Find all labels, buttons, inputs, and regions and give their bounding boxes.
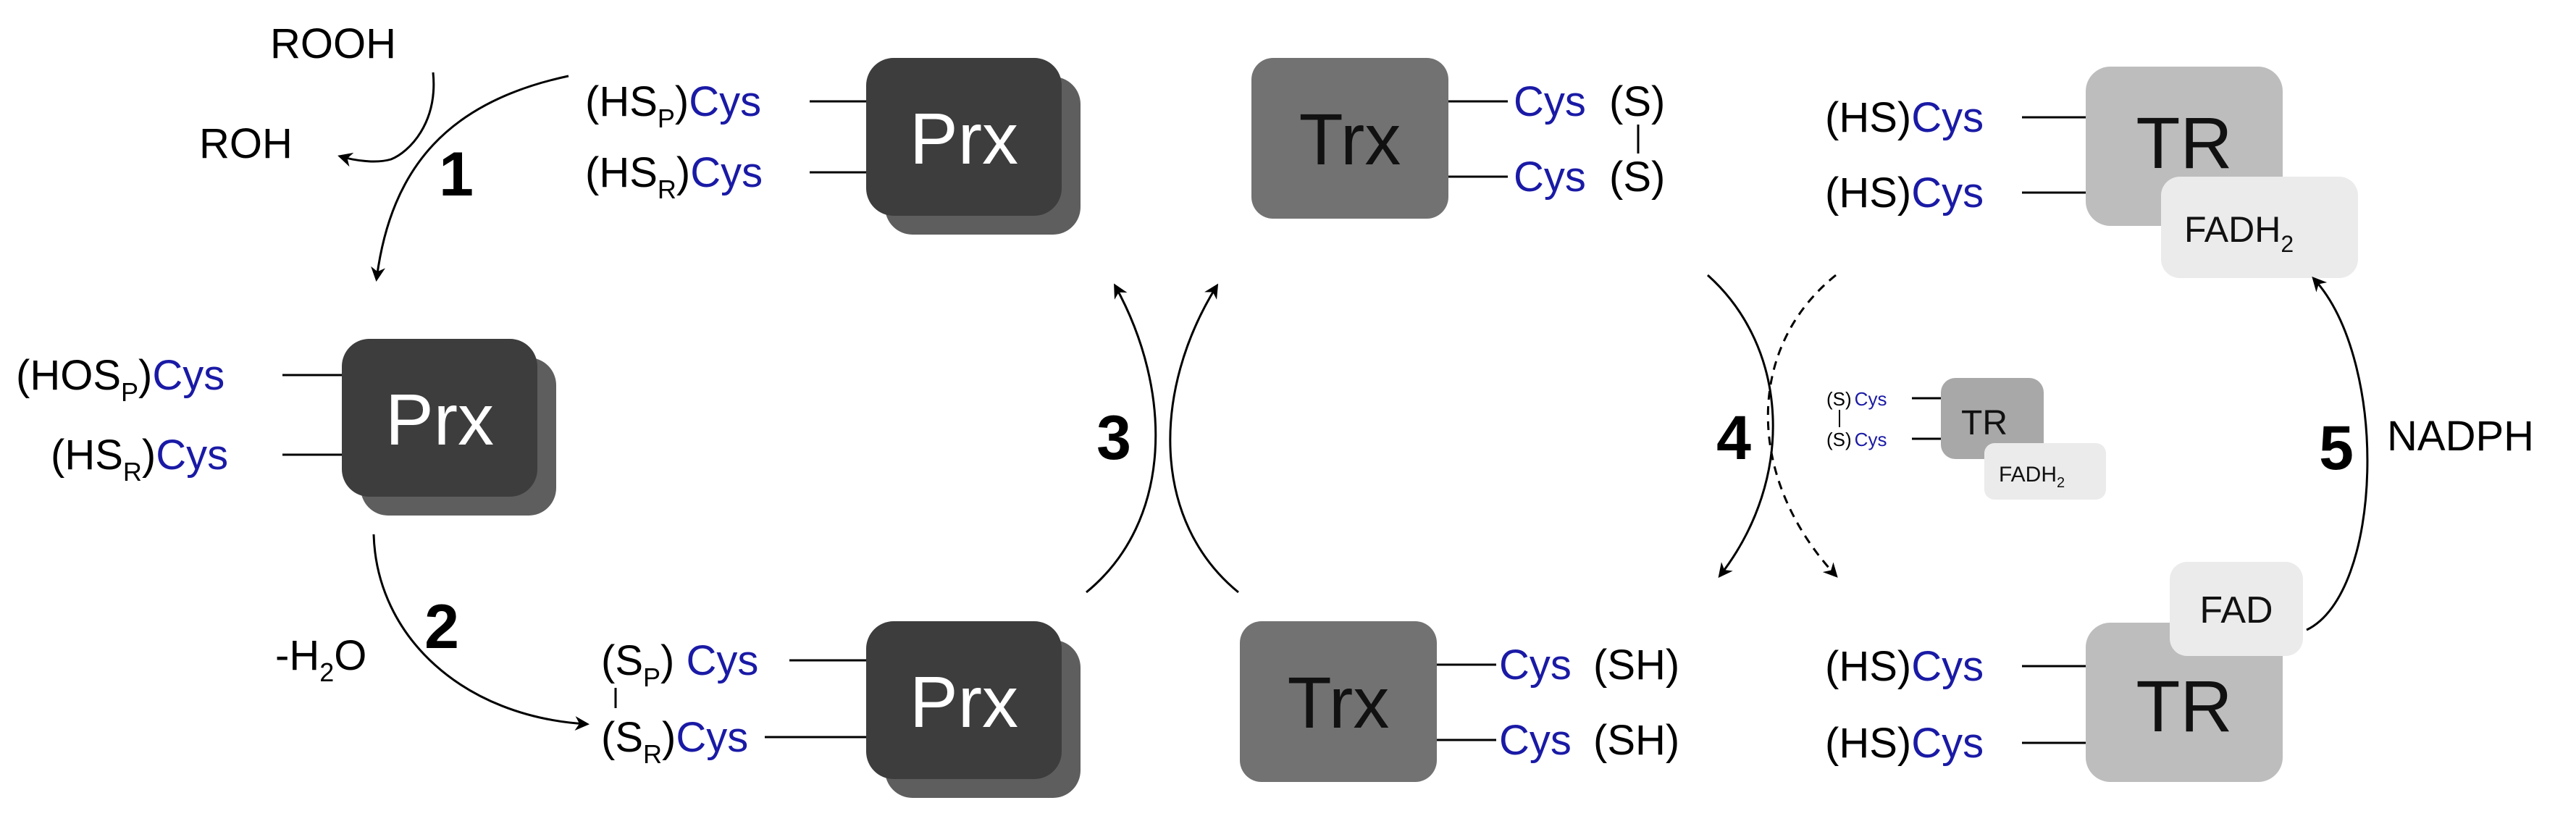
step-2-arrow: [372, 534, 590, 731]
trx-label: Trx: [1288, 663, 1390, 744]
prx-bottom: Prx (SP) Cys (SR)Cys: [601, 621, 1081, 798]
svg-text:(HOSP)Cys: (HOSP)Cys: [16, 352, 225, 407]
prx-top: Prx (HSP)Cys (HSR)Cys: [585, 58, 1081, 235]
cys-label: Cys: [676, 714, 748, 761]
cys-label: Cys: [1514, 153, 1586, 201]
tr-box: [2086, 623, 2283, 782]
rooh-roh-arrow: [337, 72, 435, 167]
prx-middle: Prx (HOSP)Cys (HSR)Cys: [16, 339, 556, 516]
fadh2-label: FADH: [2184, 209, 2281, 250]
svg-text:(SR)Cys: (SR)Cys: [601, 714, 748, 769]
svg-text:FADH2: FADH2: [2184, 209, 2294, 257]
tr-oxidized: TR FAD (HS)Cys (HS)Cys: [1825, 562, 2303, 782]
cys-label: Cys: [689, 78, 761, 125]
water-label: -H: [275, 632, 319, 679]
svg-text:(HSR)Cys: (HSR)Cys: [51, 432, 228, 487]
step-4-arrow-dashed: [1766, 274, 1838, 578]
hs-group: (HS): [1825, 720, 1911, 767]
sulfur-label: (S): [1609, 153, 1665, 201]
hs-r-group: (HS: [585, 149, 658, 196]
svg-text:(HS)Cys: (HS)Cys: [1825, 94, 1984, 141]
s-p-group: (S: [601, 637, 643, 684]
svg-text:(S)Cys: (S)Cys: [1826, 388, 1887, 410]
cys-label: Cys: [152, 352, 225, 399]
svg-text:-H2O: -H2O: [275, 632, 366, 687]
s-r-group: (S: [601, 714, 643, 761]
cys-label: Cys: [1911, 720, 1984, 767]
fadh2-box: [2161, 177, 2358, 278]
step-4-number: 4: [1716, 403, 1751, 473]
tr-label: TR: [2136, 103, 2232, 184]
fadh2-small-label: FADH: [1999, 463, 2057, 487]
cys-label: Cys: [1911, 643, 1984, 690]
cys-label: Cys: [1514, 78, 1586, 125]
svg-text:(S)Cys: (S)Cys: [1826, 429, 1887, 450]
cys-label: Cys: [1911, 169, 1984, 216]
step-5: 5 NADPH: [2306, 277, 2534, 631]
trx-oxidized: Trx Cys Cys (S) (S): [1251, 58, 1665, 219]
cys-label: Cys: [686, 637, 758, 684]
cys-label: Cys: [1499, 642, 1572, 689]
cys-label: Cys: [1855, 388, 1887, 410]
svg-text:(HS)Cys: (HS)Cys: [1825, 643, 1984, 690]
step-2: 2 -H2O: [275, 534, 590, 731]
sulfur-small: (S): [1826, 388, 1852, 410]
svg-text:(HS)Cys: (HS)Cys: [1825, 169, 1984, 216]
hos-p-group: (HOS: [16, 352, 121, 399]
sulfur-label: (S): [1609, 78, 1665, 125]
tr-intermediate: TR FADH2 (S)Cys (S)Cys: [1826, 378, 2106, 500]
prx-label: Prx: [910, 98, 1018, 180]
hs-group: (HS): [1825, 169, 1911, 216]
prx-box: [866, 621, 1062, 779]
rooh-label: ROOH: [270, 20, 396, 67]
step-1: ROOH ROH 1: [199, 20, 569, 282]
prx-box: [342, 339, 537, 497]
thiol-label: (SH): [1593, 717, 1679, 764]
cys-label: Cys: [1855, 429, 1887, 450]
tr-label: TR: [2136, 666, 2232, 747]
svg-text:(HSP)Cys: (HSP)Cys: [585, 78, 761, 133]
step-5-arrow: [2306, 277, 2369, 631]
nadph-label: NADPH: [2387, 413, 2534, 460]
step-4: 4: [1707, 274, 1838, 579]
svg-text:FADH2: FADH2: [1999, 463, 2065, 491]
prx-box: [866, 58, 1062, 216]
trx-box: [1240, 621, 1437, 782]
fad-label: FAD: [2199, 589, 2273, 631]
step-5-number: 5: [2319, 413, 2354, 483]
step-3-arrow-right: [1169, 283, 1239, 594]
hs-p-group: (HS: [585, 78, 658, 125]
prx-label: Prx: [910, 662, 1018, 743]
svg-text:(SP) Cys: (SP) Cys: [601, 637, 758, 692]
prx-label: Prx: [385, 379, 494, 460]
cys-label: Cys: [1499, 717, 1572, 764]
fad-box: [2170, 562, 2303, 656]
step-1-arrow: [371, 75, 569, 282]
svg-text:(HSR)Cys: (HSR)Cys: [585, 149, 763, 204]
tr-small-label: TR: [1961, 404, 2007, 442]
trx-label: Trx: [1299, 99, 1401, 180]
hs-group: (HS): [1825, 643, 1911, 690]
cys-label: Cys: [156, 432, 228, 479]
trx-reduced: Trx Cys Cys (SH) (SH): [1240, 621, 1679, 782]
step-3: 3: [1086, 283, 1239, 594]
hs-r-group: (HS: [51, 432, 123, 479]
tr-small-box: [1941, 378, 2044, 459]
trx-box: [1251, 58, 1448, 219]
thiol-label: (SH): [1593, 642, 1679, 689]
svg-text:(HS)Cys: (HS)Cys: [1825, 720, 1984, 767]
step-1-number: 1: [439, 140, 474, 209]
step-3-arrow-left: [1086, 283, 1157, 594]
cys-label: Cys: [690, 149, 763, 196]
cys-label: Cys: [1911, 94, 1984, 141]
fadh2-small-box: [1984, 443, 2106, 500]
step-2-number: 2: [424, 592, 459, 662]
hs-group: (HS): [1825, 94, 1911, 141]
step-4-arrow-solid: [1707, 274, 1774, 579]
tr-reduced: TR FADH2 (HS)Cys (HS)Cys: [1825, 67, 2358, 278]
step-3-number: 3: [1096, 403, 1131, 473]
roh-label: ROH: [199, 120, 293, 167]
sulfur-small: (S): [1826, 429, 1852, 450]
